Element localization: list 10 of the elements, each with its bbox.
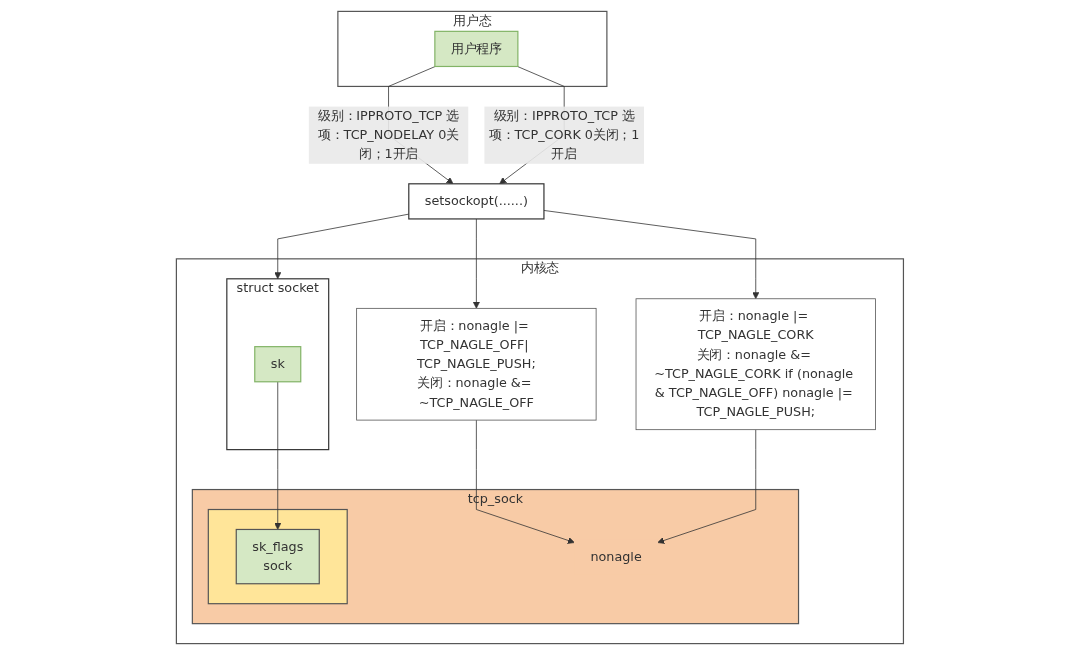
node-box: sk [254, 346, 302, 383]
node-box: 开启：nonagle |= TCP_NAGLE_OFF| TCP_NAGLE_PUSH; 关闭：nonagle &= ~TCP_NAGLE_OFF [356, 307, 597, 421]
node-box: 开启：nonagle |= TCP_NAGLE_CORK 关闭：nonagle &= ~TCP_NAGLE_CORK if (nonagle & TCP_NAGLE_OFF) nonagle |= TCP_NAGLE_PUSH; [635, 298, 876, 431]
cluster [207, 508, 348, 605]
node-box: sk_flags sock [235, 528, 320, 585]
node-box: 用户程序 [434, 30, 519, 68]
edge-label: 级别：IPPROTO_TCP 选项：TCP_CORK 0关闭；1开启 [489, 107, 640, 162]
node-text: nonagle [590, 548, 642, 564]
edge-label: 级别：IPPROTO_TCP 选项：TCP_NODELAY 0关闭；1开启 [318, 107, 460, 162]
node-box: setsockopt(......) [408, 183, 545, 220]
